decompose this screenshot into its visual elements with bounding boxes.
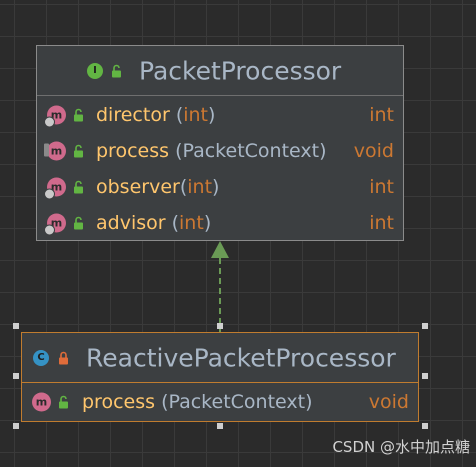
abstract-marker-icon (44, 224, 55, 236)
method-signature: process (PacketContext) (82, 391, 313, 413)
unlocked-icon (74, 144, 83, 158)
method-icon: m (44, 213, 66, 236)
resize-handle-top-center[interactable] (217, 323, 223, 329)
abstract-marker-icon (44, 116, 55, 128)
param-type: int (187, 176, 213, 198)
unlocked-icon (74, 216, 83, 230)
method-signature: advisor (int) (96, 212, 212, 234)
param-type: PacketContext (182, 140, 320, 162)
resize-handle-middle-left[interactable] (13, 373, 19, 379)
unlocked-icon (59, 395, 68, 409)
method-signature: observer(int) (96, 176, 220, 198)
resize-handle-bottom-left[interactable] (13, 423, 19, 429)
class-methods: m process (PacketContext) void (22, 383, 418, 421)
method-name: advisor (96, 212, 166, 234)
method-name: process (96, 140, 170, 162)
method-icon: m (44, 105, 66, 128)
method-name: director (96, 104, 170, 126)
method-icon: m (32, 392, 51, 412)
class-header: C ReactivePacketProcessor (22, 333, 418, 383)
interface-header: I PacketProcessor (37, 46, 403, 96)
arrow-head-icon (211, 241, 229, 258)
method-signature: process (PacketContext) (96, 140, 327, 162)
return-type: void (353, 140, 394, 162)
return-type: int (369, 104, 394, 126)
interface-node[interactable]: I PacketProcessor m director (int) int m… (36, 45, 404, 241)
param-type: int (179, 212, 204, 234)
override-marker-icon (44, 143, 49, 157)
method-row[interactable]: m observer(int) int (37, 169, 403, 205)
method-name: observer (96, 176, 180, 198)
method-row[interactable]: m advisor (int) int (37, 205, 403, 241)
method-name: process (82, 391, 156, 413)
class-icon: C (33, 349, 49, 366)
class-name: ReactivePacketProcessor (86, 343, 396, 372)
watermark: CSDN @水中加点糖 (332, 438, 470, 456)
unlocked-icon (112, 64, 121, 77)
interface-methods: m director (int) int m process (PacketCo… (37, 96, 403, 241)
resize-handle-bottom-center[interactable] (217, 423, 223, 429)
param-type: PacketContext (168, 391, 306, 413)
resize-handle-top-left[interactable] (13, 323, 19, 329)
unlocked-icon (74, 180, 83, 194)
return-type: int (369, 176, 394, 198)
resize-handle-middle-right[interactable] (422, 373, 428, 379)
interface-name: PacketProcessor (139, 56, 342, 85)
method-row[interactable]: m process (PacketContext) void (37, 133, 403, 169)
unlocked-icon (74, 108, 83, 122)
resize-handle-bottom-right[interactable] (422, 423, 428, 429)
method-signature: director (int) (96, 104, 216, 126)
method-icon: m (44, 141, 66, 161)
return-type: void (368, 391, 409, 413)
resize-handle-top-right[interactable] (422, 323, 428, 329)
method-row[interactable]: m director (int) int (37, 97, 403, 133)
lock-icon (59, 351, 68, 364)
method-row[interactable]: m process (PacketContext) void (22, 383, 418, 421)
interface-icon: I (87, 62, 103, 79)
param-type: int (183, 104, 209, 126)
method-icon: m (44, 177, 66, 200)
class-node[interactable]: C ReactivePacketProcessor m process (Pac… (21, 332, 419, 422)
abstract-marker-icon (44, 188, 55, 200)
return-type: int (369, 212, 394, 234)
